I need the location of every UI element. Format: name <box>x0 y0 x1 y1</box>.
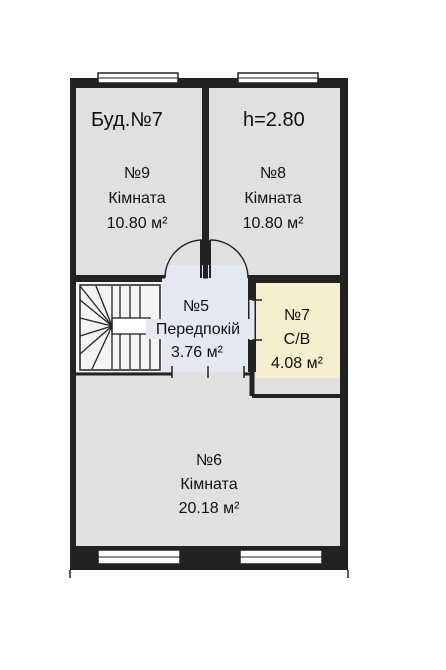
door-room-7 <box>249 299 262 341</box>
room-9-floor <box>76 88 202 275</box>
room-6-floor-step <box>76 372 256 380</box>
bottom-window-left <box>97 549 181 565</box>
room-6-name: Кімната <box>180 476 237 493</box>
staircase <box>79 284 161 371</box>
room-8-name: Кімната <box>244 190 301 207</box>
room-9-area: 10.80 м² <box>107 215 168 232</box>
top-window-left <box>97 72 179 84</box>
room-7-number: №7 <box>284 307 310 324</box>
building-label: Буд.№7 <box>91 109 163 131</box>
room-8-floor <box>209 88 340 275</box>
room-9-name: Кімната <box>108 190 165 207</box>
room-5-area: 3.76 м² <box>171 344 224 361</box>
height-label: h=2.80 <box>243 109 305 131</box>
room-7-floor <box>256 283 340 393</box>
top-window-right <box>237 72 319 84</box>
room-9-number: №9 <box>124 165 150 182</box>
room-5-name: Передпокій <box>156 321 240 338</box>
room-7-area: 4.08 м² <box>271 355 324 372</box>
room-5-name-backdrop <box>146 319 250 339</box>
bottom-window-right <box>239 549 323 565</box>
room-6-area: 20.18 м² <box>179 500 240 517</box>
opening-room-6 <box>171 366 245 378</box>
room-8-area: 10.80 м² <box>243 215 304 232</box>
door-room-8 <box>208 239 249 279</box>
room-6-floor <box>76 378 340 546</box>
room-7-name: С/В <box>284 331 311 348</box>
door-room-9 <box>164 239 204 279</box>
room-5-number: №5 <box>183 298 209 315</box>
room-8-number: №8 <box>260 165 286 182</box>
room-5-area-backdrop <box>164 342 232 362</box>
room-6-number: №6 <box>196 452 222 469</box>
